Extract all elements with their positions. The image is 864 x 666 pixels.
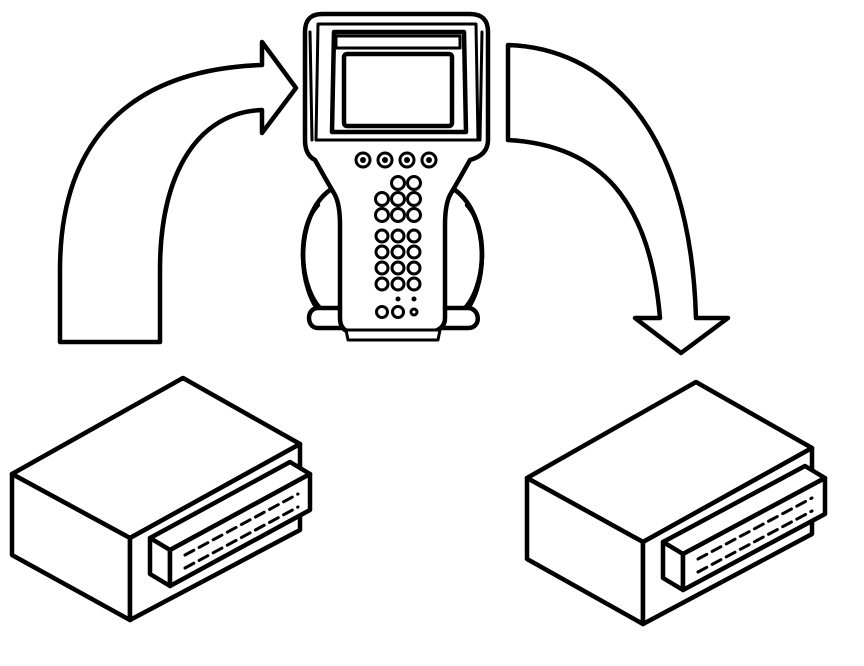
curved-arrow-down-right-icon — [505, 42, 731, 356]
curved-arrow-up-right-icon — [57, 39, 299, 345]
control-module-icon — [524, 379, 828, 627]
soft-key-row — [354, 151, 438, 169]
handheld-scan-tool-icon — [300, 11, 491, 342]
control-module-icon — [9, 375, 313, 623]
connector-icon — [660, 463, 828, 593]
connector-icon — [147, 459, 313, 589]
keypad — [374, 175, 422, 319]
